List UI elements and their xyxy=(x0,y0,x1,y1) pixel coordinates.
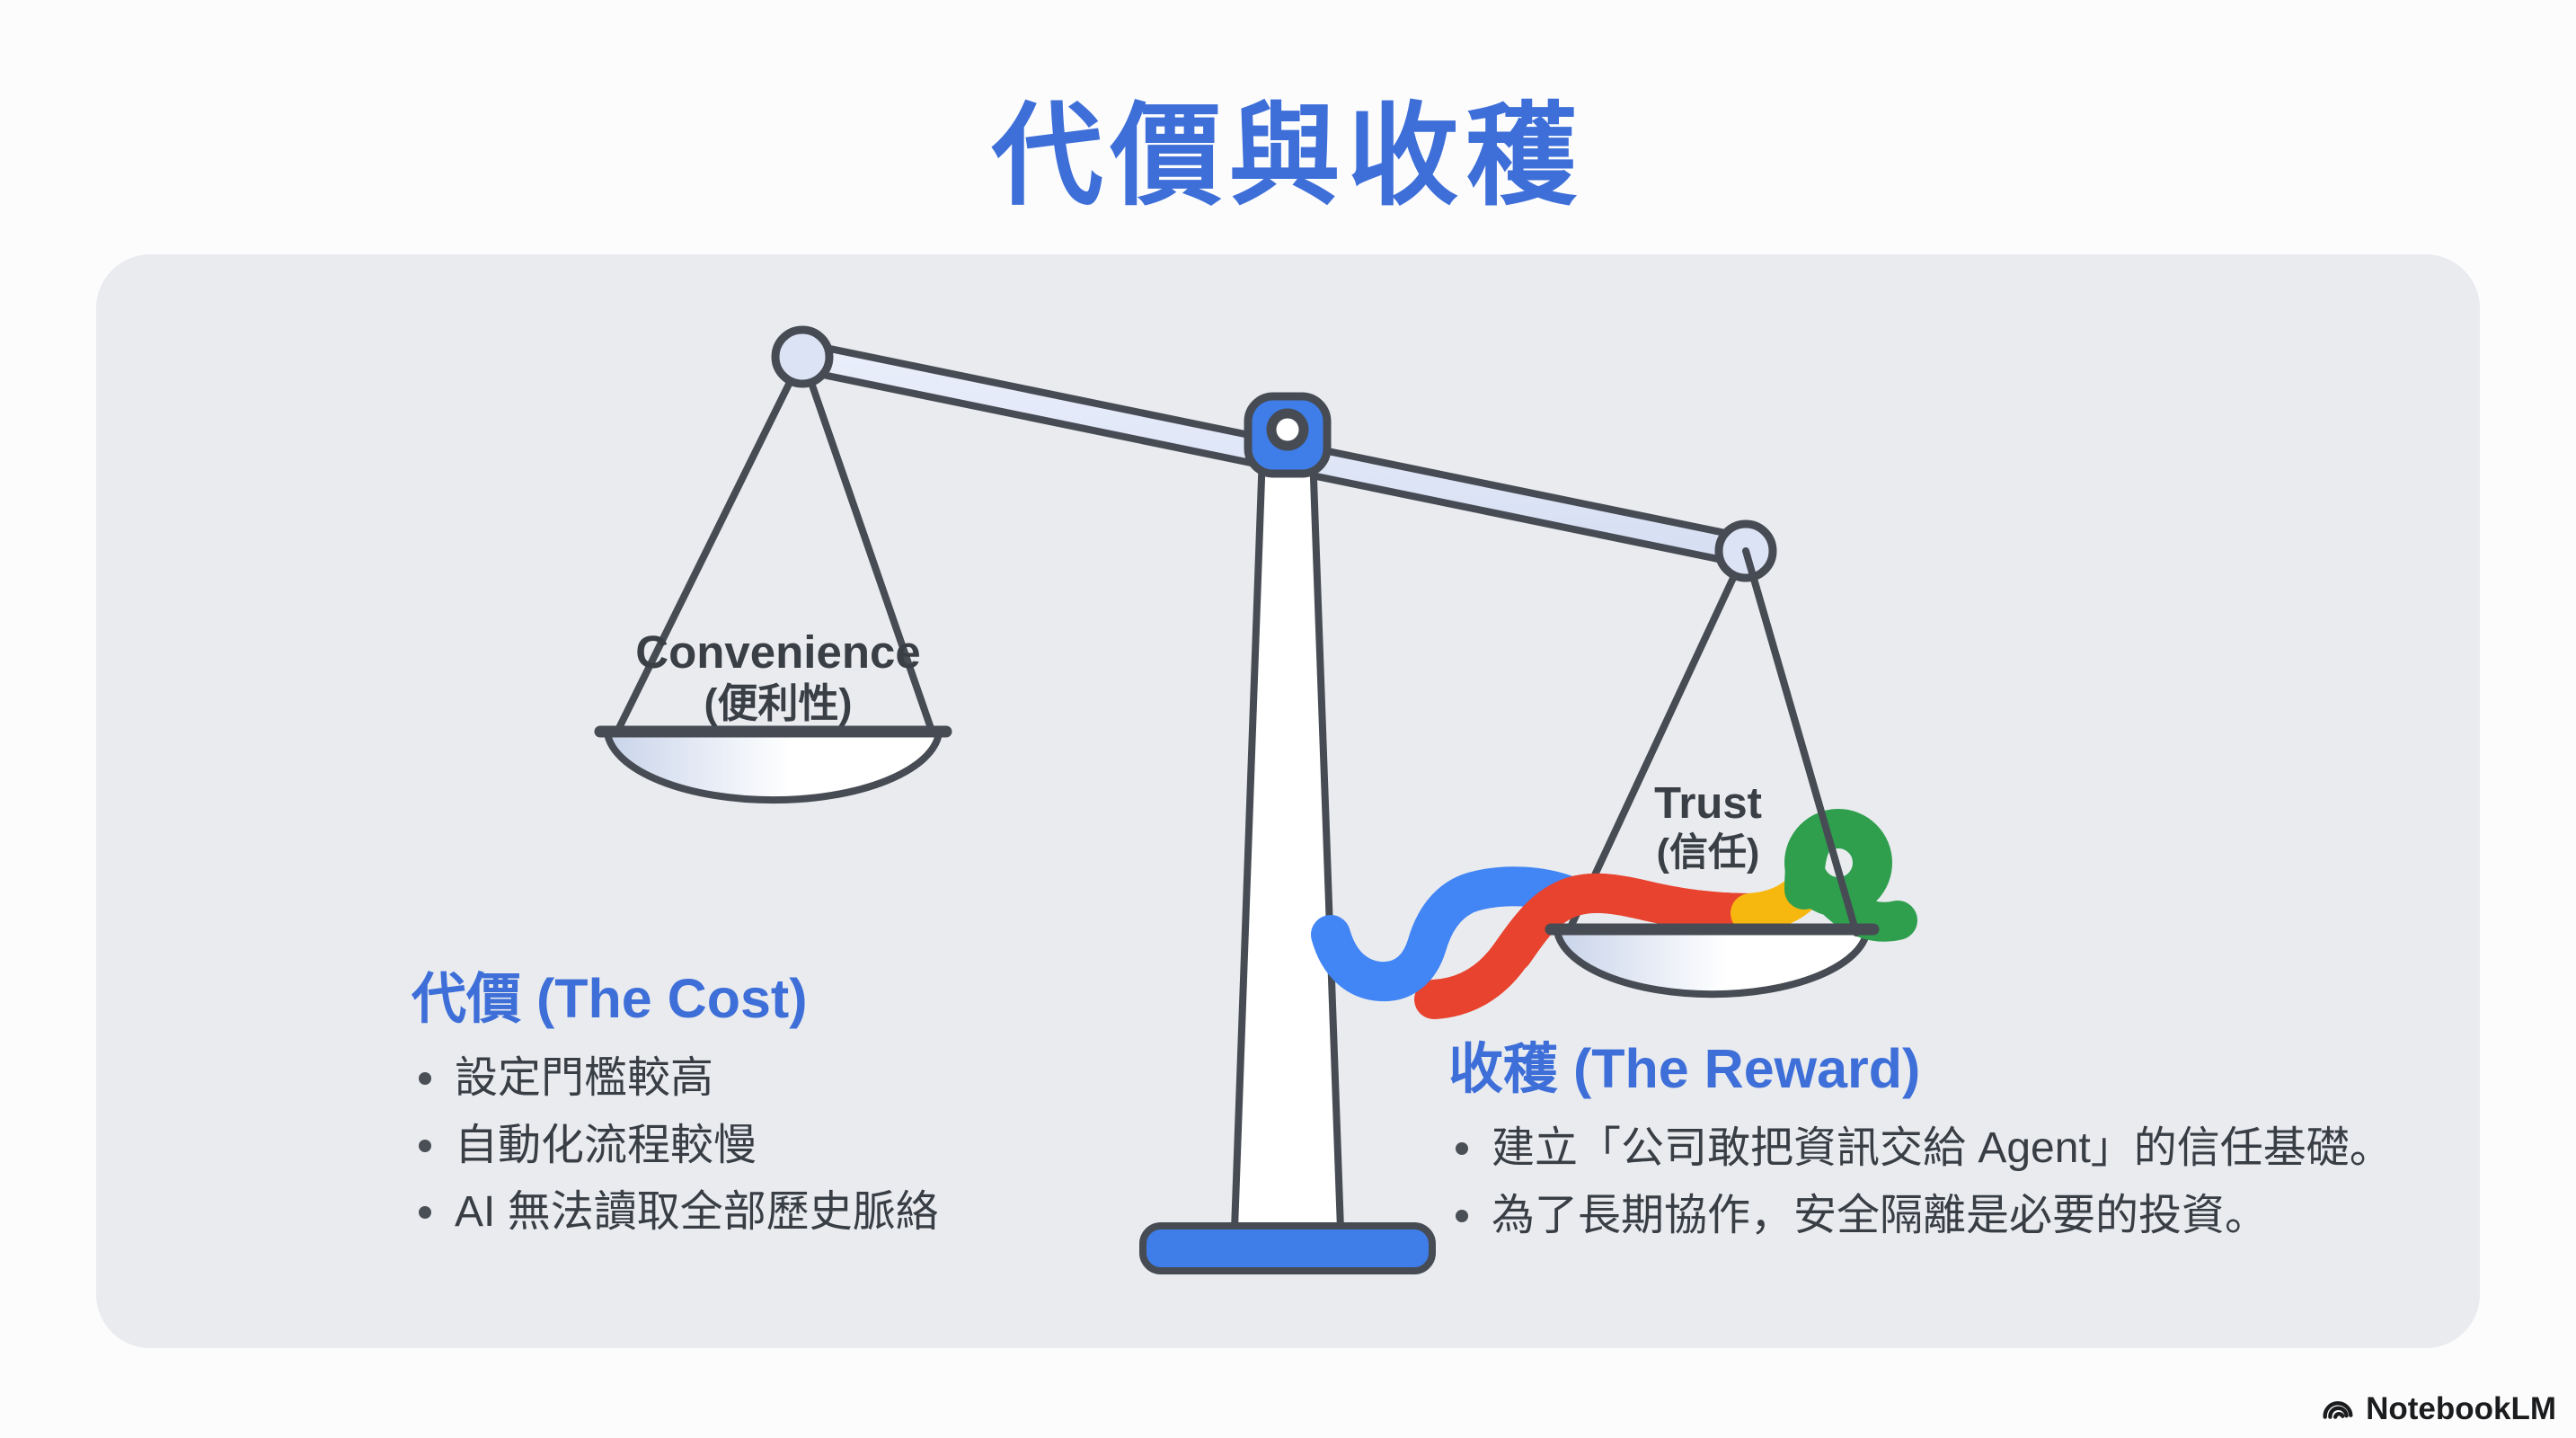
right-pan-label-zh: (信任) xyxy=(1656,830,1760,874)
right-pan-string-front xyxy=(1742,547,1860,936)
right-pan-label: Trust (信任) xyxy=(1654,778,1762,876)
cost-bullet-item: 自動化流程較慢 xyxy=(412,1119,939,1173)
ribbon-red xyxy=(1493,873,1772,972)
left-pan-strings xyxy=(613,353,936,737)
stand-column xyxy=(1230,450,1345,1233)
left-pan-label: Convenience (便利性) xyxy=(635,626,920,727)
cost-section: 代價 (The Cost) 設定門檻較高 自動化流程較慢 AI 無法讀取全部歷史… xyxy=(412,967,939,1240)
left-pan-bowl xyxy=(594,725,952,804)
page-title: 代價與收穫 xyxy=(991,94,1585,218)
reward-bullet-item: 為了長期協作，安全隔離是必要的投資。 xyxy=(1448,1189,2393,1243)
right-pan-label-en: Trust xyxy=(1654,779,1762,828)
left-pan-label-zh: (便利性) xyxy=(704,680,853,727)
left-pan-label-en: Convenience xyxy=(635,626,921,678)
reward-bullet-item: 建立「公司敢把資訊交給 Agent」的信任基礎。 xyxy=(1448,1122,2393,1176)
ribbon-green-exit xyxy=(1815,878,1917,942)
cost-bullet-item: AI 無法讀取全部歷史脈絡 xyxy=(412,1185,939,1239)
reward-section: 收穫 (The Reward) 建立「公司敢把資訊交給 Agent」的信任基礎。… xyxy=(1448,1037,2393,1243)
cost-bullet-item: 設定門檻較高 xyxy=(412,1052,939,1105)
ribbon-blue xyxy=(1311,866,1587,1002)
right-pan-bowl xyxy=(1554,928,1871,999)
beam-left-joint xyxy=(771,325,834,388)
notebooklm-wordmark: NotebookLM xyxy=(2366,1391,2556,1426)
notebooklm-brand: NotebookLM xyxy=(2319,1388,2556,1431)
stand-base xyxy=(1139,1222,1436,1274)
cost-heading: 代價 (The Cost) xyxy=(412,968,808,1029)
pivot-hole xyxy=(1266,408,1309,451)
notebooklm-icon xyxy=(2323,1401,2353,1419)
reward-heading: 收穫 (The Reward) xyxy=(1448,1038,1921,1099)
ribbon xyxy=(1311,809,1917,1019)
reward-bullet-list: 建立「公司敢把資訊交給 Agent」的信任基礎。 為了長期協作，安全隔離是必要的… xyxy=(1448,1122,2393,1243)
cost-bullet-list: 設定門檻較高 自動化流程較慢 AI 無法讀取全部歷史脈絡 xyxy=(412,1052,939,1239)
